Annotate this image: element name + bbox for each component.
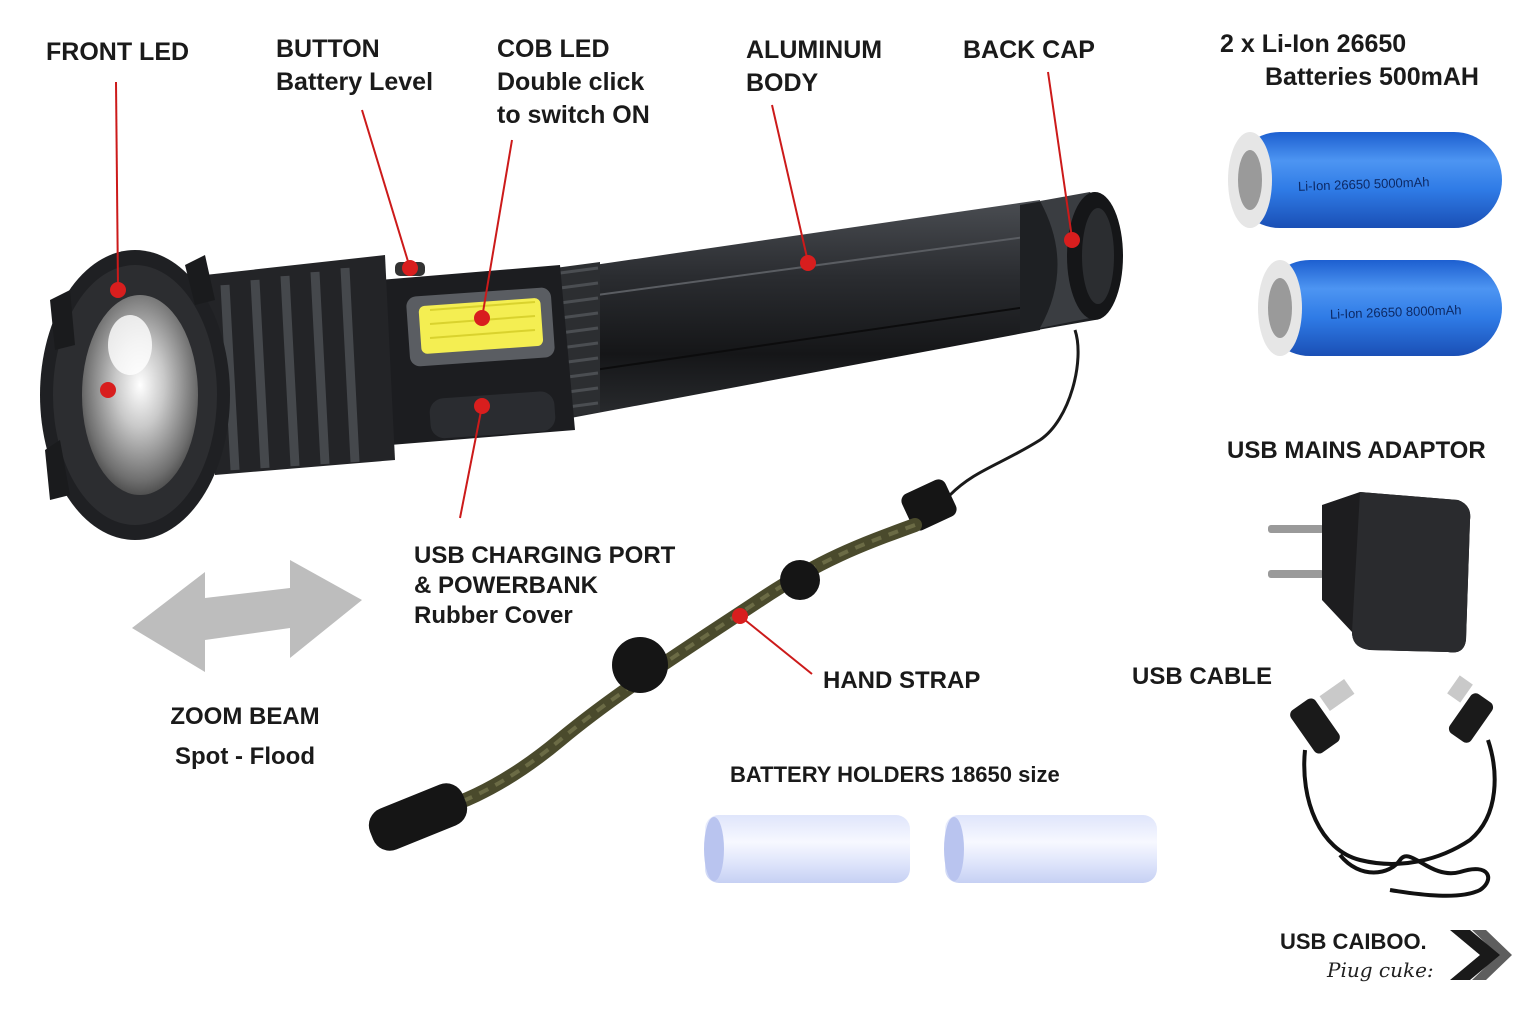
callout-cob-led [481,139,513,319]
label-back-cap: BACK CAP [963,36,1095,64]
label-usb-mains-adaptor: USB MAINS ADAPTOR [1227,437,1486,464]
dot-hand-strap [732,608,748,624]
dot-body [800,255,816,271]
strap-bead-1 [780,560,820,600]
callout-dots [100,232,1080,624]
callout-button [361,109,411,269]
callout-lines [115,71,1073,675]
strap-cord [948,329,1080,497]
label-aluminum-body: ALUMINUM BODY [746,36,883,97]
usb-cable [1290,675,1497,898]
battery-1-label: Li-Ion 26650 5000mAh [1298,174,1430,194]
label-zoom-beam: ZOOM BEAM Spot - Flood [170,703,320,770]
label-front-led: FRONT LED [46,38,190,66]
battery-1 [1228,132,1502,228]
usb-port-cover [429,391,556,439]
dot-front-led [110,282,126,298]
callout-body [771,104,809,263]
dot-usb-port [474,398,490,414]
callout-hand-strap [739,615,813,675]
label-usb-charging-port: USB CHARGING PORT & POWERBANK Rubber Cov… [414,542,676,629]
label-hand-strap: HAND STRAP [823,667,981,694]
cob-led [418,298,544,354]
battery-2-label: Li-Ion 26650 8000mAh [1330,302,1462,322]
strap-end [368,783,468,851]
dot-cob-led [474,310,490,326]
aluminum-body [560,200,1040,420]
zoom-arrow-icon [132,560,362,672]
label-batteries: 2 x Li-Ion 26650 Batteries 500mAH [1220,30,1479,91]
battery-2 [1258,260,1502,356]
dot-button [402,260,418,276]
chevron-right-icon [1450,930,1512,980]
battery-holder-1 [704,815,910,883]
usb-mains-adaptor [1268,492,1471,653]
flashlight [40,192,1123,851]
callout-front-led [115,81,119,289]
label-battery-holders: BATTERY HOLDERS 18650 size [730,762,1060,787]
label-brand: USB CAIBOO. [1280,929,1427,954]
label-cob-led: COB LED Double click to switch ON [497,35,650,129]
battery-holder-2 [944,815,1157,883]
label-brand-sub: Piug cuke: [1327,958,1434,982]
strap-clasp [901,479,957,531]
strap-bead-2 [612,637,668,693]
callout-usb-port [459,405,483,519]
callout-back-cap [1047,71,1073,239]
label-usb-cable: USB CABLE [1132,663,1273,690]
dot-back-cap [1064,232,1080,248]
dot-led-center [100,382,116,398]
label-button: BUTTON Battery Level [276,35,434,96]
